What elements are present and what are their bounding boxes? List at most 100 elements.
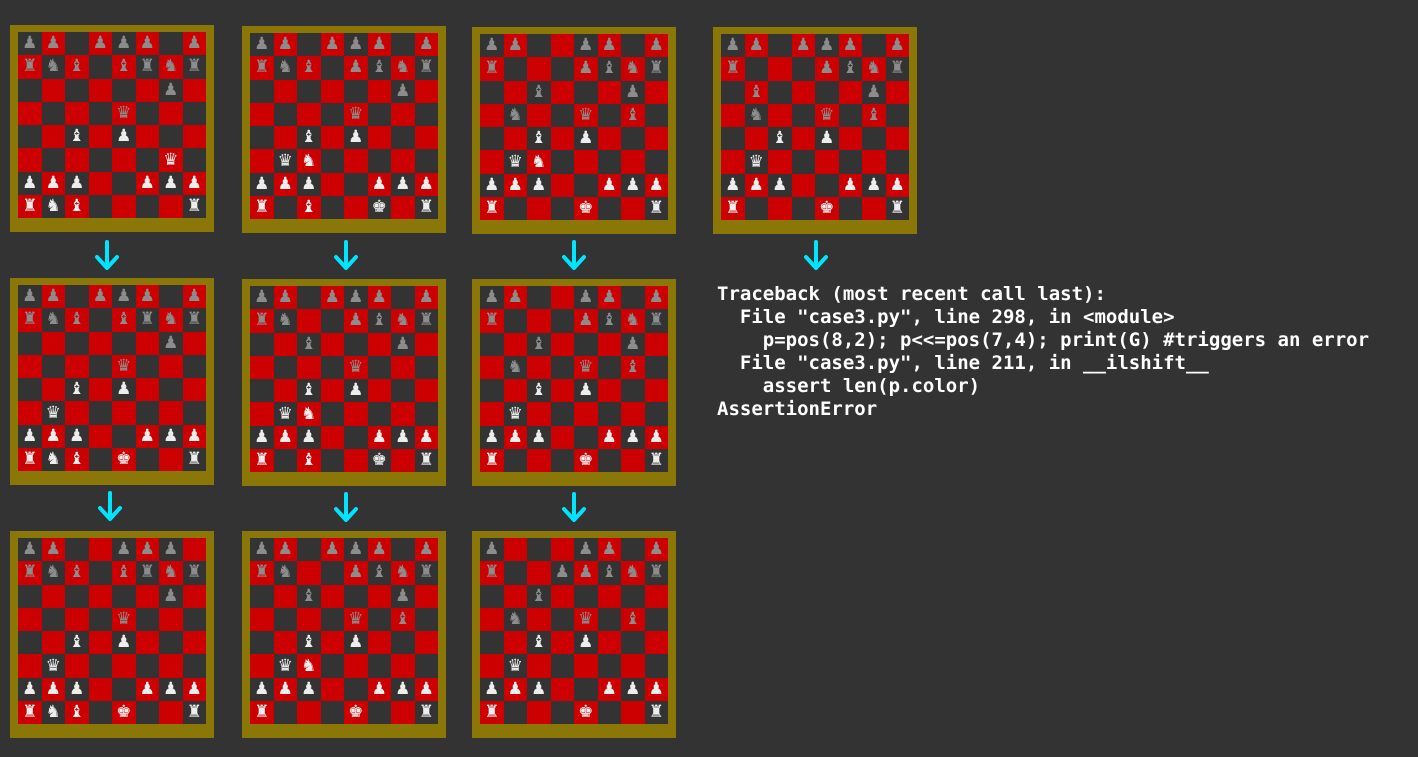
board-square: ♜ (250, 196, 274, 220)
pawn-icon: ♟ (186, 286, 202, 307)
board-square: ♝ (297, 332, 321, 356)
board-square (273, 102, 297, 127)
board-square (503, 127, 527, 151)
bishop-icon: ♝ (395, 609, 411, 630)
pawn-icon: ♟ (418, 287, 434, 308)
bishop-icon: ♝ (301, 127, 317, 148)
board-square: ♟ (18, 538, 42, 562)
board-square (838, 80, 862, 104)
traceback-line: File "case3.py", line 211, in __ilshift_… (717, 352, 1209, 374)
board-square (391, 33, 415, 57)
knight-icon: ♞ (277, 310, 293, 331)
pawn-icon: ♟ (795, 35, 811, 56)
board-square (480, 332, 504, 356)
bishop-icon: ♝ (69, 449, 85, 470)
board-square: ♜ (18, 701, 42, 725)
traceback-line: File "case3.py", line 298, in <module> (717, 306, 1175, 328)
board-square: ♟ (391, 584, 415, 608)
board-square (135, 607, 159, 632)
king-icon: ♚ (819, 198, 835, 219)
board-square: ♟ (88, 32, 112, 56)
board-square: ♟ (65, 677, 89, 702)
board-square (135, 78, 159, 102)
board-square (65, 148, 89, 172)
board-square: ♜ (414, 701, 438, 725)
board-square (41, 631, 65, 655)
board-square: ♟ (550, 561, 574, 585)
board-square: ♟ (721, 173, 745, 198)
board-square (273, 379, 297, 403)
rook-icon: ♜ (186, 309, 202, 330)
board-square: ♚ (574, 449, 598, 473)
king-icon: ♚ (578, 198, 594, 219)
board-square: ♝ (744, 80, 768, 104)
board-square (550, 677, 574, 702)
board-square: ♜ (18, 55, 42, 79)
board-square: ♜ (644, 197, 668, 221)
board-square (503, 57, 527, 81)
board-square (320, 607, 344, 632)
board-square: ♟ (621, 332, 645, 356)
board-square: ♟ (644, 538, 668, 562)
pawn-icon: ♟ (531, 426, 547, 447)
board-square (527, 309, 551, 333)
board-square (597, 379, 621, 403)
board-square (391, 631, 415, 655)
bishop-icon: ♝ (371, 310, 387, 331)
board-square: ♛ (159, 148, 183, 172)
pawn-icon: ♟ (163, 332, 179, 353)
board-square (414, 332, 438, 356)
board-square (550, 173, 574, 198)
rook-icon: ♜ (186, 196, 202, 217)
board-square (503, 631, 527, 655)
knight-icon: ♞ (395, 562, 411, 583)
knight-icon: ♞ (301, 150, 317, 171)
board-square: ♟ (18, 285, 42, 309)
board-square (18, 331, 42, 355)
board-square (320, 402, 344, 426)
bishop-icon: ♝ (301, 632, 317, 653)
board-square: ♞ (621, 57, 645, 81)
board-square (885, 80, 909, 104)
board-square: ♟ (159, 171, 183, 196)
board-square (88, 378, 112, 402)
bishop-icon: ♝ (69, 56, 85, 77)
board-square: ♞ (41, 701, 65, 725)
board-square: ♜ (414, 449, 438, 473)
board-square (574, 173, 598, 198)
board-square: ♟ (862, 80, 886, 104)
board-square (273, 126, 297, 150)
board-square: ♛ (41, 654, 65, 678)
board-square (18, 125, 42, 149)
pawn-icon: ♟ (277, 539, 293, 560)
board-square: ♟ (391, 332, 415, 356)
pawn-icon: ♟ (418, 539, 434, 560)
board-square (621, 654, 645, 678)
pawn-icon: ♟ (507, 35, 523, 56)
rook-icon: ♜ (484, 58, 500, 79)
board-square: ♟ (621, 425, 645, 450)
board-square (112, 331, 136, 355)
pawn-icon: ♟ (45, 286, 61, 307)
pawn-icon: ♟ (601, 35, 617, 56)
knight-icon: ♞ (748, 105, 764, 126)
board-square: ♟ (391, 79, 415, 103)
pawn-icon: ♟ (578, 58, 594, 79)
board-square (344, 449, 368, 473)
rook-icon: ♜ (139, 562, 155, 583)
board-square: ♛ (112, 354, 136, 379)
pawn-icon: ♟ (625, 426, 641, 447)
rook-icon: ♜ (22, 196, 38, 217)
board-square (320, 379, 344, 403)
board-square (414, 355, 438, 380)
board-square: ♜ (135, 561, 159, 585)
pawn-icon: ♟ (866, 81, 882, 102)
pawn-icon: ♟ (625, 333, 641, 354)
pawn-icon: ♟ (163, 172, 179, 193)
knight-icon: ♞ (45, 449, 61, 470)
board-square (597, 150, 621, 174)
pawn-icon: ♟ (554, 562, 570, 583)
rook-icon: ♜ (254, 450, 270, 471)
knight-icon: ♞ (163, 309, 179, 330)
board-square: ♟ (159, 677, 183, 702)
